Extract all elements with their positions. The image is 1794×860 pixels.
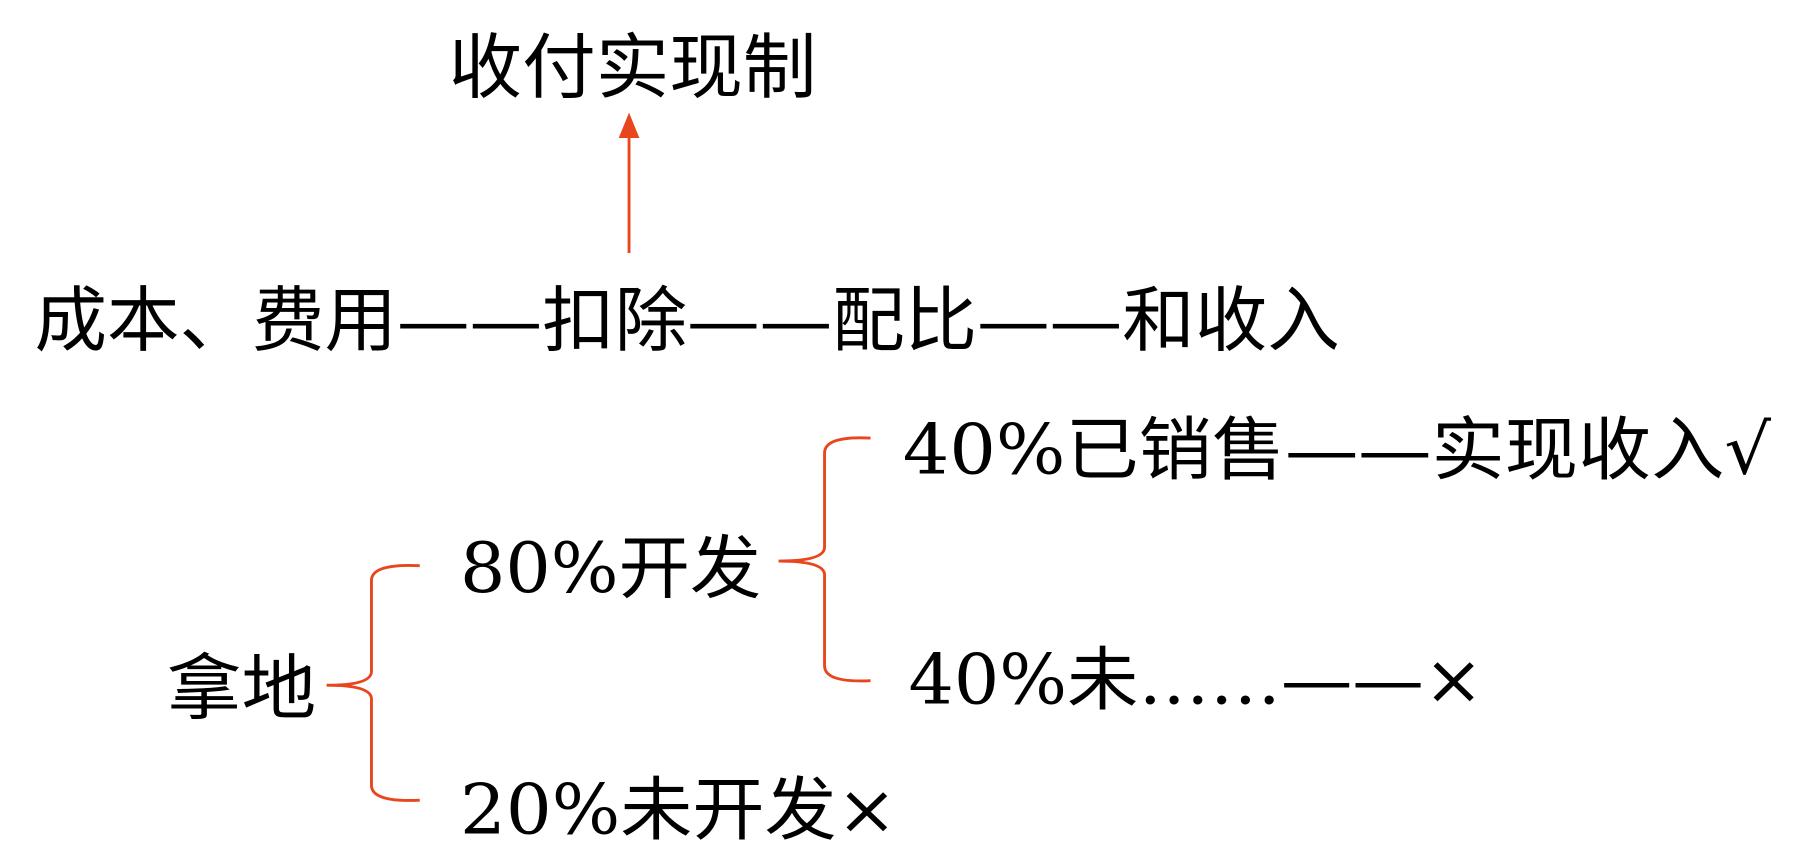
branch-undeveloped: 20%未开发× (460, 771, 897, 851)
title-cash-basis: 收付实现制 (449, 26, 817, 109)
up-arrow-icon (618, 112, 640, 253)
root-brace (326, 563, 420, 802)
main-line-text: 成本、费用——扣除——配比——和收入 (35, 279, 1340, 362)
leaf-sold: 40%已销售——实现收入√ (903, 411, 1771, 491)
root-land: 拿地 (167, 647, 317, 730)
developed-brace (778, 436, 871, 683)
branch-developed: 80%开发 (460, 529, 761, 609)
leaf-unsold: 40%未……——× (909, 641, 1484, 721)
